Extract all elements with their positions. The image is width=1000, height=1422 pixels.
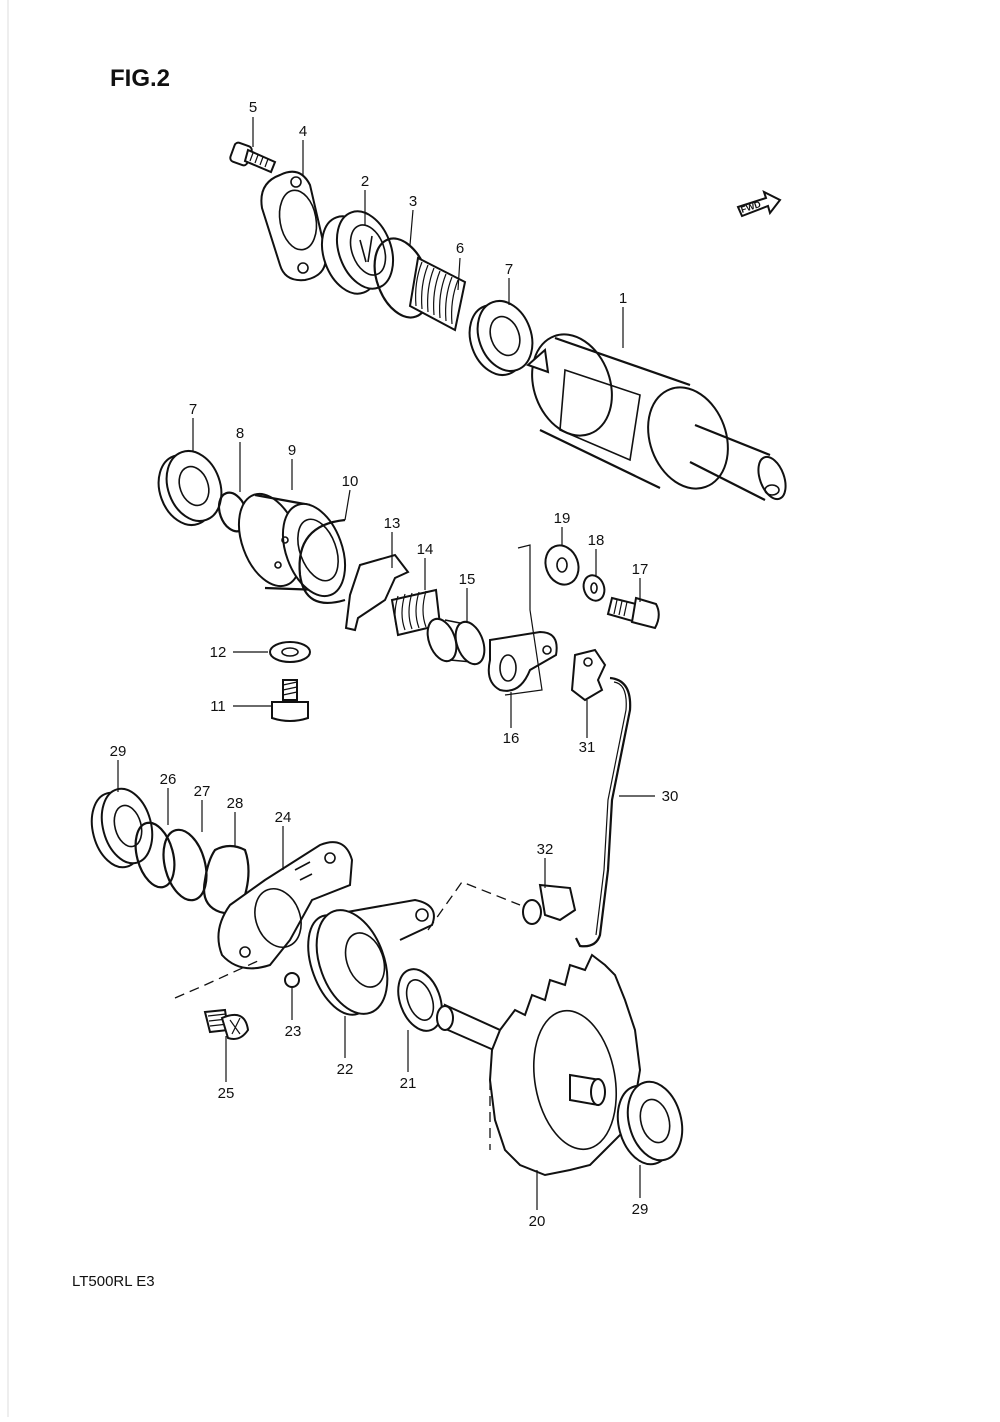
- callout-25: 25: [218, 1085, 235, 1102]
- part-21-washer: [397, 968, 443, 1032]
- part-5-bolt: [229, 141, 277, 174]
- callout-leaders: [117, 117, 655, 1210]
- part-10-clip: [298, 518, 346, 605]
- callout-5: 5: [249, 99, 257, 116]
- part-19-washer: [544, 544, 580, 586]
- part-15-collar: [426, 617, 486, 666]
- callout-23: 23: [285, 1023, 302, 1040]
- leader-line-16-19: [504, 544, 543, 696]
- callout-7-middle: 7: [189, 401, 197, 418]
- part-26-ring: [134, 821, 176, 889]
- leader-line-25: [174, 959, 261, 999]
- callout-11: 11: [210, 698, 226, 715]
- part-24-plate: [217, 841, 354, 970]
- part-18-washer: [582, 574, 606, 602]
- callout-32: 32: [537, 841, 554, 858]
- callout-6: 6: [456, 240, 464, 257]
- model-code: LT500RL E3: [72, 1273, 155, 1290]
- part-7-bearing-upper: [468, 300, 534, 376]
- part-25-screw: [203, 1008, 250, 1040]
- callout-18: 18: [588, 532, 605, 549]
- callout-14: 14: [417, 541, 434, 558]
- callout-12: 12: [210, 644, 227, 661]
- part-1-drum: [526, 333, 787, 501]
- callout-7-upper: 7: [505, 261, 513, 278]
- part-30-rod: [575, 676, 632, 948]
- callout-3: 3: [409, 193, 417, 210]
- callout-29-right: 29: [632, 1201, 649, 1218]
- part-2-cup: [320, 210, 395, 295]
- part-9-drum: [237, 492, 347, 598]
- part-6-spring: [408, 256, 467, 332]
- part-13-plate: [344, 553, 410, 632]
- part-17-bolt: [606, 596, 660, 630]
- callout-13: 13: [384, 515, 401, 532]
- part-32-clip: [522, 883, 577, 925]
- callout-labels: 5 4 2 3 6 7 1 7 8 9 10 13 14 15 19 18 17…: [110, 99, 679, 1230]
- callout-1: 1: [619, 290, 627, 307]
- callout-16: 16: [503, 730, 520, 747]
- callout-17: 17: [632, 561, 649, 578]
- part-29-bearing-right: [616, 1080, 684, 1166]
- callout-30: 30: [662, 788, 679, 805]
- callout-31: 31: [579, 739, 596, 756]
- part-20-gear: [436, 953, 642, 1177]
- part-23-ball: [284, 972, 300, 988]
- callout-9: 9: [288, 442, 296, 459]
- callout-29-left: 29: [110, 743, 127, 760]
- part-11-bolt: [271, 679, 309, 722]
- callout-19: 19: [554, 510, 571, 527]
- callout-22: 22: [337, 1061, 354, 1078]
- part-12-washer: [269, 641, 311, 663]
- part-22-plate: [307, 898, 435, 1016]
- callout-4: 4: [299, 123, 307, 140]
- callout-10: 10: [342, 473, 359, 490]
- leader-line-32: [427, 881, 521, 931]
- part-7-bearing-middle: [157, 450, 223, 526]
- callout-8: 8: [236, 425, 244, 442]
- callout-27: 27: [194, 783, 211, 800]
- fwd-arrow-icon: FWD: [736, 190, 782, 218]
- part-29-bearing-left: [90, 787, 154, 869]
- callout-24: 24: [275, 809, 292, 826]
- callout-15: 15: [459, 571, 476, 588]
- part-31-clip: [570, 648, 607, 702]
- part-4-plate: [260, 170, 327, 282]
- figure-title: FIG.2: [110, 65, 170, 92]
- callout-20: 20: [529, 1213, 546, 1230]
- callout-21: 21: [400, 1075, 417, 1092]
- callout-26: 26: [160, 771, 177, 788]
- part-16-arm: [487, 630, 558, 692]
- callout-2: 2: [361, 173, 369, 190]
- part-27-ring: [162, 828, 208, 902]
- callout-28: 28: [227, 795, 244, 812]
